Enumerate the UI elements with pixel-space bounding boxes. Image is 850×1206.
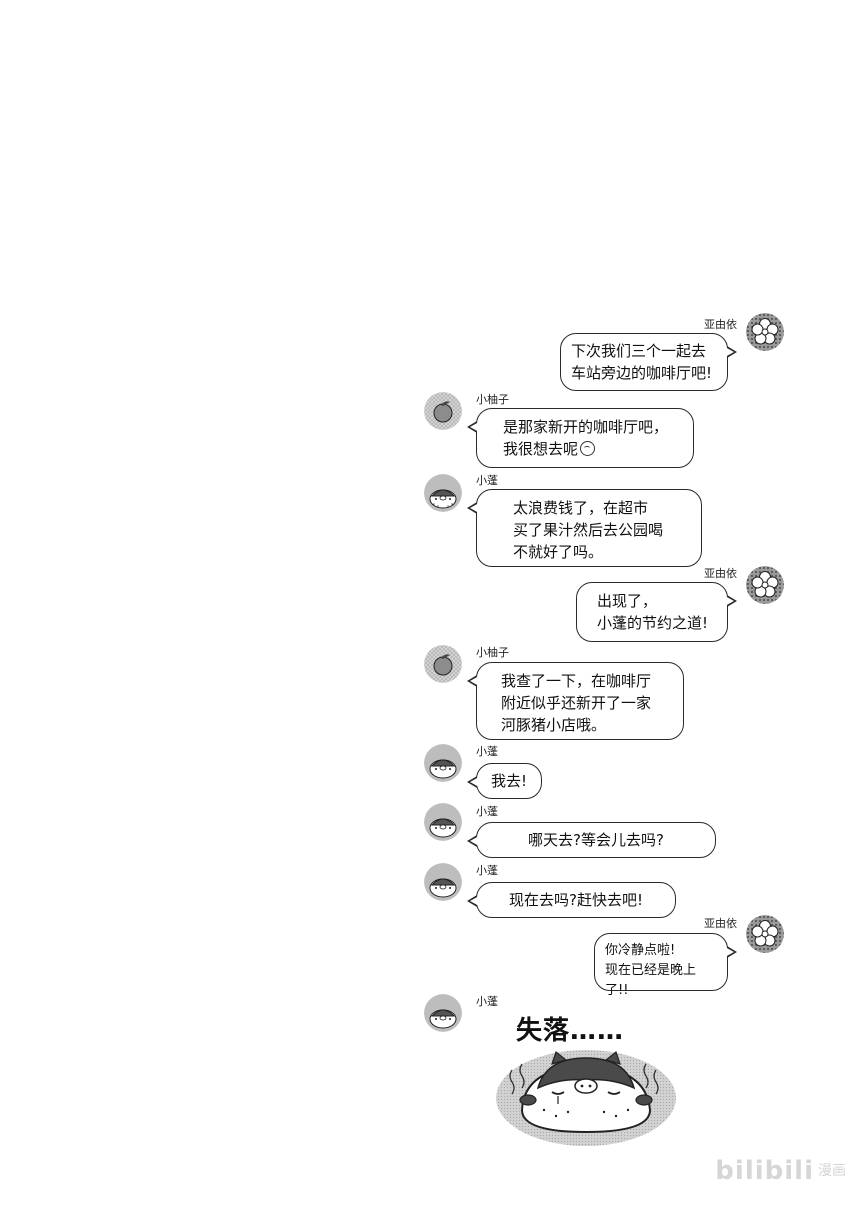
sender-name: 小柚子	[476, 646, 509, 659]
avatar-yuzu[interactable]	[424, 645, 462, 683]
smile-emoji-icon	[580, 441, 596, 456]
message-text: 是那家新开的咖啡厅吧， 我很想去呢	[503, 418, 669, 458]
avatar-yuzu[interactable]	[424, 392, 462, 430]
sticker-caption: 失落……	[516, 1016, 625, 1046]
avatar-pufferpig[interactable]	[424, 994, 462, 1032]
sender-name: 小蓬	[476, 474, 498, 487]
sticker-dejected-pufferpig[interactable]: 失落……	[494, 1008, 684, 1148]
message-bubble[interactable]: 现在去吗?赶快去吧!	[467, 882, 676, 918]
message-bubble[interactable]: 出现了， 小蓬的节约之道!	[576, 582, 737, 642]
avatar-pufferpig[interactable]	[424, 744, 462, 782]
sender-name: 亚由依	[704, 318, 737, 331]
pufferpig-avatar-icon	[424, 474, 462, 512]
avatar-pufferpig[interactable]	[424, 803, 462, 841]
avatar-flower[interactable]	[746, 566, 784, 604]
avatar-flower[interactable]	[746, 915, 784, 953]
avatar-flower[interactable]	[746, 313, 784, 351]
watermark-sub: 漫画	[818, 1162, 846, 1179]
sender-name: 小蓬	[476, 995, 498, 1008]
sender-name: 小蓬	[476, 745, 498, 758]
pufferpig-avatar-icon	[424, 994, 462, 1032]
pufferpig-avatar-icon	[424, 803, 462, 841]
yuzu-avatar-icon	[424, 645, 462, 683]
pufferpig-avatar-icon	[424, 744, 462, 782]
message-bubble[interactable]: 下次我们三个一起去 车站旁边的咖啡厅吧!	[560, 333, 737, 391]
flower-avatar-icon	[746, 566, 784, 604]
sender-name: 亚由依	[704, 917, 737, 930]
message-bubble[interactable]: 你冷静点啦! 现在已经是晚上了!!	[594, 933, 737, 998]
message-bubble[interactable]: 我查了一下，在咖啡厅 附近似乎还新开了一家 河豚猪小店哦。	[467, 662, 684, 740]
sender-name: 小柚子	[476, 393, 509, 406]
avatar-pufferpig[interactable]	[424, 863, 462, 901]
yuzu-avatar-icon	[424, 392, 462, 430]
flower-avatar-icon	[746, 915, 784, 953]
sender-name: 亚由依	[704, 567, 737, 580]
message-bubble[interactable]: 太浪费钱了，在超市 买了果汁然后去公园喝 不就好了吗。	[467, 489, 702, 567]
sender-name: 小蓬	[476, 864, 498, 877]
watermark-brand: bilibili	[715, 1156, 814, 1186]
message-bubble[interactable]: 是那家新开的咖啡厅吧， 我很想去呢	[467, 408, 694, 468]
avatar-pufferpig[interactable]	[424, 474, 462, 512]
flower-avatar-icon	[746, 313, 784, 351]
pufferpig-avatar-icon	[424, 863, 462, 901]
message-bubble[interactable]: 我去!	[467, 763, 542, 799]
sender-name: 小蓬	[476, 805, 498, 818]
message-bubble[interactable]: 哪天去?等会儿去吗?	[467, 822, 716, 858]
dejected-pufferpig-sticker-icon	[496, 1050, 676, 1146]
